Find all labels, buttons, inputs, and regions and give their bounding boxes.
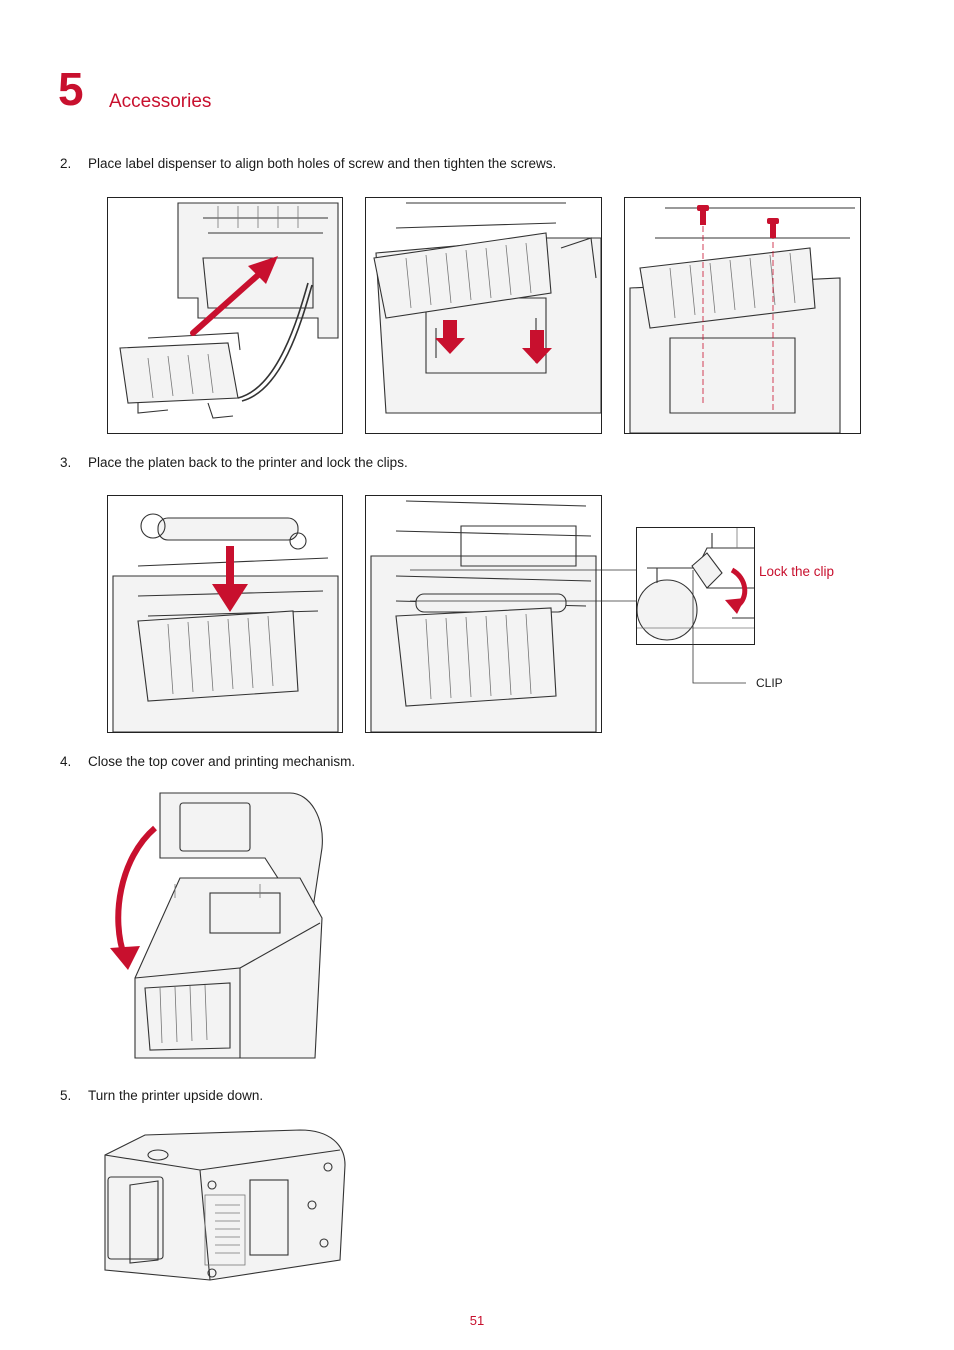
- illustration-place-platen: [107, 495, 343, 733]
- chapter-number: 5: [58, 63, 84, 115]
- clip-label: CLIP: [756, 676, 783, 690]
- page-number: 51: [469, 1313, 485, 1328]
- step-text: Place label dispenser to align both hole…: [88, 156, 557, 171]
- step-number: 5.: [60, 1088, 72, 1103]
- step-4: 4. Close the top cover and printing mecha…: [60, 754, 355, 769]
- step-2: 2. Place label dispenser to align both ho…: [60, 156, 556, 171]
- illustration-close-cover: [100, 788, 330, 1068]
- clip-leader-line: [692, 570, 746, 684]
- step-text: Close the top cover and printing mechani…: [88, 754, 356, 769]
- illustration-printer-upside-down: [100, 1125, 350, 1285]
- step-number: 2.: [60, 156, 72, 171]
- callout-leader-lines: [410, 569, 637, 602]
- illustration-tighten-screws: [624, 197, 861, 434]
- step-3: 3. Place the platen back to the printer a…: [60, 455, 408, 470]
- clip-detail-inset: [636, 527, 755, 645]
- step-text: Turn the printer upside down.: [88, 1088, 264, 1103]
- step-number: 4.: [60, 754, 72, 769]
- illustration-platen-installed: [365, 495, 602, 733]
- step-5: 5. Turn the printer upside down.: [60, 1088, 263, 1103]
- chapter-title: Accessories: [109, 91, 212, 112]
- illustration-dispenser-holes: [365, 197, 602, 434]
- step-number: 3.: [60, 455, 72, 470]
- illustration-dispenser-align: [107, 197, 343, 434]
- step-text: Place the platen back to the printer and…: [88, 455, 408, 470]
- lock-the-clip-label: Lock the clip: [759, 564, 835, 579]
